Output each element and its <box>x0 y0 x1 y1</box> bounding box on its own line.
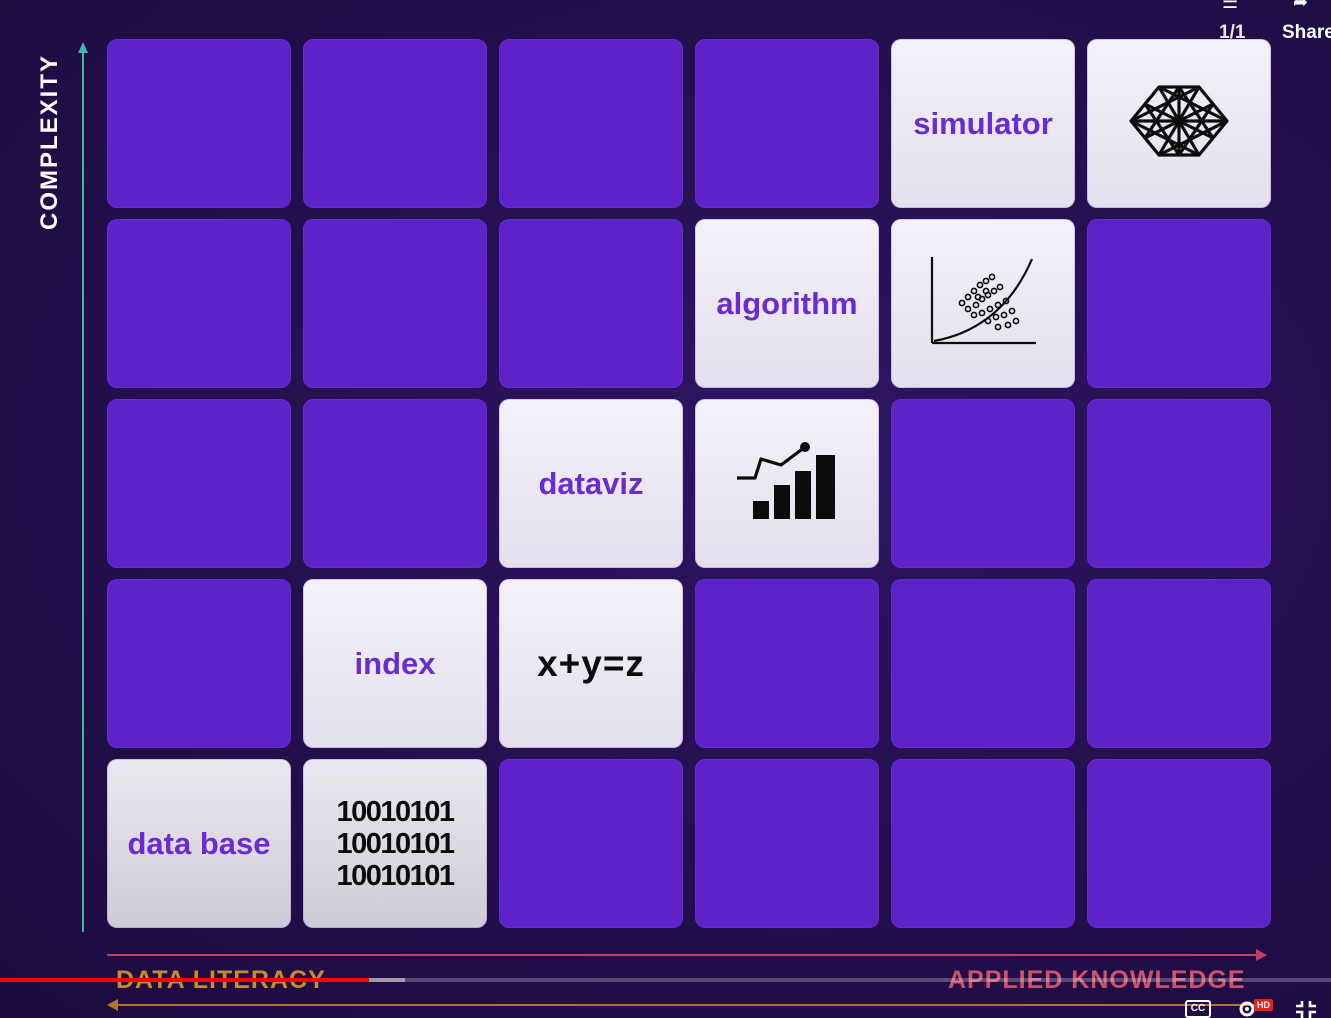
share-icon[interactable]: ➦ <box>1293 0 1309 13</box>
grid-tile-empty <box>1087 399 1271 568</box>
equation-text: x+y=z <box>537 642 645 684</box>
x-axis-line-left <box>118 1004 1268 1006</box>
grid-tile: simulator <box>891 39 1075 208</box>
grid-tile-empty <box>1087 219 1271 388</box>
grid-tile-empty <box>303 399 487 568</box>
grid-tile-empty <box>891 579 1075 748</box>
tile-label: data base <box>127 825 271 861</box>
grid-tile-empty <box>891 759 1075 928</box>
x-axis-arrow-right <box>1256 949 1267 961</box>
grid-tile: x+y=z <box>499 579 683 748</box>
grid-tile: data base <box>107 759 291 928</box>
settings-gear-icon[interactable] <box>1237 997 1259 1018</box>
grid-tile-empty <box>891 399 1075 568</box>
grid-tile-empty <box>107 219 291 388</box>
share-button[interactable]: Share <box>1282 22 1331 43</box>
progress-bar[interactable] <box>0 978 1331 982</box>
binary-line: 10010101 <box>336 795 455 828</box>
y-axis-label: COMPLEXITY <box>36 53 63 230</box>
grid-tile-empty <box>499 39 683 208</box>
grid-tile <box>1087 39 1271 208</box>
skills-grid: simulator algorithm dataviz <box>107 39 1273 931</box>
grid-tile: index <box>303 579 487 748</box>
neural-network-icon <box>1127 82 1231 165</box>
grid-tile-empty <box>695 579 879 748</box>
grid-tile: dataviz <box>499 399 683 568</box>
y-axis-arrow <box>78 42 88 53</box>
grid-tile-empty <box>303 39 487 208</box>
progress-played <box>0 978 369 982</box>
hd-badge: HD <box>1254 999 1273 1011</box>
grid-tile: algorithm <box>695 219 879 388</box>
tile-label: dataviz <box>538 465 644 501</box>
grid-tile-empty <box>695 759 879 928</box>
grid-tile-empty <box>1087 579 1271 748</box>
grid-tile-empty <box>107 399 291 568</box>
grid-tile-empty <box>499 759 683 928</box>
grid-tile-empty <box>303 219 487 388</box>
exit-fullscreen-icon[interactable] <box>1293 997 1319 1018</box>
binary-line: 10010101 <box>336 827 455 860</box>
grid-tile-empty <box>1087 759 1271 928</box>
playlist-counter: 1/1 <box>1219 22 1246 43</box>
grid-tile-empty <box>107 579 291 748</box>
grid-tile <box>695 399 879 568</box>
playlist-icon[interactable]: ☰ <box>1222 0 1239 13</box>
binary-line: 10010101 <box>336 859 455 892</box>
x-axis-right-label: APPLIED KNOWLEDGE <box>948 966 1246 994</box>
bar-chart-trend-icon <box>737 441 837 526</box>
grid-tile-empty <box>107 39 291 208</box>
tile-label: algorithm <box>716 285 858 321</box>
grid-tile-empty <box>499 219 683 388</box>
y-axis-line <box>82 52 84 932</box>
tile-label: index <box>354 645 436 681</box>
scatter-plot-icon <box>928 255 1038 352</box>
grid-tile-empty <box>695 39 879 208</box>
grid-tile <box>891 219 1075 388</box>
x-axis-line-right <box>107 954 1257 956</box>
x-axis-arrow-left <box>107 999 118 1011</box>
tile-label: simulator <box>913 105 1053 141</box>
captions-button[interactable]: CC <box>1185 1000 1211 1018</box>
